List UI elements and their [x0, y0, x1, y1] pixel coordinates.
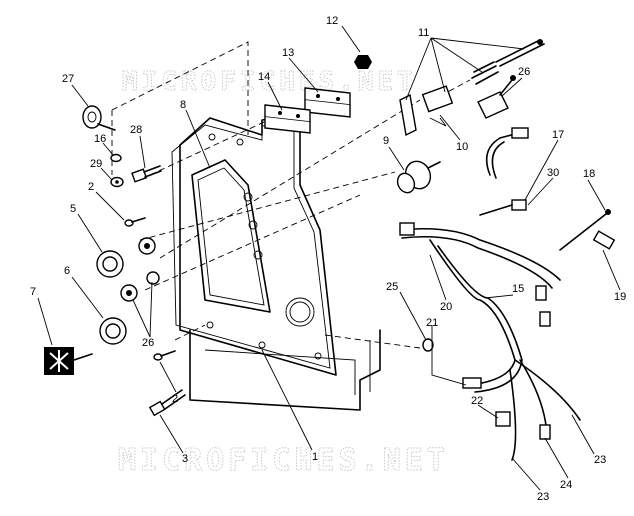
- callout-26-left: 26: [142, 337, 154, 349]
- callout-27: 27: [62, 73, 74, 85]
- knob-5: [96, 237, 156, 278]
- bracket-13: [304, 87, 351, 118]
- callout-11: 11: [418, 27, 429, 39]
- washer-16: [110, 153, 122, 163]
- screw-2-top: [124, 217, 146, 227]
- bracket-14: [264, 104, 311, 134]
- callout-6: 6: [64, 265, 70, 277]
- callout-3: 3: [182, 453, 188, 465]
- callout-30: 30: [547, 167, 559, 179]
- callout-2-top: 2: [88, 181, 94, 193]
- rear-frame: [189, 329, 381, 411]
- callout-7: 7: [30, 286, 36, 298]
- callout-20: 20: [440, 301, 452, 313]
- toggle-switch-26: [477, 75, 516, 119]
- callout-2-bottom: 2: [172, 393, 178, 405]
- callout-10: 10: [456, 141, 468, 153]
- bolt-28: [131, 165, 162, 183]
- callout-9: 9: [383, 135, 389, 147]
- callout-22: 22: [471, 395, 483, 407]
- wiring-harness-15: [399, 127, 616, 461]
- dash-panel: [171, 114, 337, 376]
- callout-14: 14: [258, 71, 270, 83]
- callout-16: 16: [94, 133, 106, 145]
- callout-12: 12: [326, 15, 338, 27]
- nut-12: [354, 55, 372, 69]
- callout-1: 1: [312, 451, 318, 463]
- callout-13: 13: [282, 47, 294, 59]
- callout-26-right: 26: [518, 66, 530, 78]
- bolt-3: [148, 389, 186, 417]
- callout-25: 25: [386, 281, 398, 293]
- callout-23-right: 23: [594, 454, 606, 466]
- callout-8: 8: [180, 99, 186, 111]
- light-7: [44, 347, 93, 375]
- callout-21: 21: [426, 317, 438, 329]
- watermark-top: MICROFICHES.NET: [122, 67, 417, 97]
- part-9-sensor: [396, 160, 441, 194]
- callout-5: 5: [70, 203, 76, 215]
- grommet-25: [422, 338, 434, 352]
- callout-17: 17: [552, 129, 564, 141]
- eye-bolt-27: [82, 105, 116, 131]
- callout-28: 28: [130, 124, 142, 136]
- screw-2-bottom: [153, 350, 176, 361]
- callout-19: 19: [614, 291, 626, 303]
- callout-labels: 27 16 29 28 2 5 6 7 26 2 3 1 8 13 14 12 …: [30, 15, 626, 503]
- knob-6: [99, 271, 160, 345]
- callout-15: 15: [512, 283, 524, 295]
- switch-assembly-10-11: [399, 39, 545, 137]
- watermark-bottom: MICROFICHES.NET: [118, 443, 449, 478]
- callout-29: 29: [90, 158, 102, 170]
- leader-lines: [37, 25, 621, 491]
- nut-29: [110, 176, 124, 188]
- callout-24: 24: [560, 479, 572, 491]
- callout-18: 18: [583, 168, 595, 180]
- callout-23-bottom: 23: [537, 491, 549, 503]
